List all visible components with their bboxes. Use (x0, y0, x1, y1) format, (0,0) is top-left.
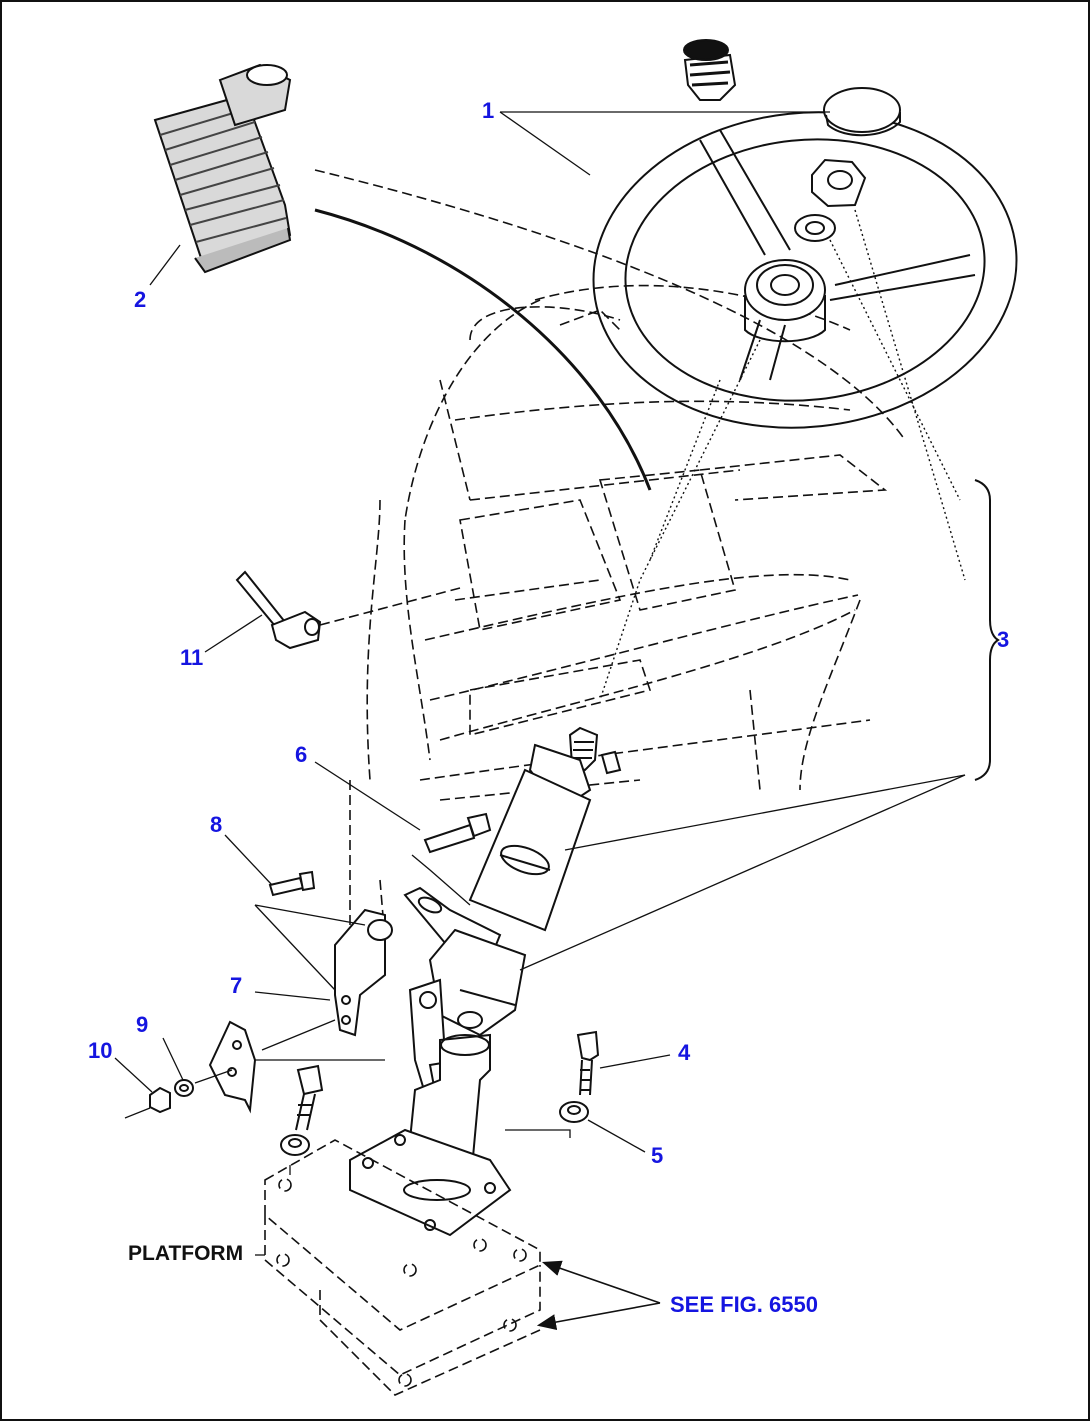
platform-label: PLATFORM (128, 1242, 243, 1265)
bolt-8 (268, 870, 316, 897)
see-fig-label: SEE FIG. 6550 (670, 1292, 818, 1317)
callout-2: 2 (134, 287, 146, 312)
callout-6: 6 (295, 742, 307, 767)
tilt-lever (235, 570, 461, 650)
steering-column (349, 726, 622, 1237)
arrow-to-platform-lower (536, 1302, 661, 1330)
callout-5: 5 (651, 1143, 663, 1168)
callout-9: 9 (136, 1012, 148, 1037)
shift-boot (153, 63, 292, 274)
washer-9 (174, 1079, 194, 1097)
nut-10 (149, 1086, 171, 1114)
bolt-4 (576, 1030, 600, 1096)
bracket-small (208, 1020, 257, 1114)
callout-10: 10 (88, 1038, 112, 1063)
callout-3: 3 (997, 627, 1009, 652)
callout-11: 11 (180, 645, 203, 670)
washer (794, 214, 836, 242)
platform-outline (264, 1139, 541, 1396)
spinner-knob (683, 39, 737, 101)
callout-1: 1 (482, 98, 494, 123)
horn-cap (823, 87, 901, 137)
steering-wheel (592, 111, 1018, 429)
dashboard-console (314, 169, 906, 941)
bolt-left (280, 1064, 324, 1156)
washer-5 (559, 1101, 589, 1123)
bolt-6 (423, 812, 492, 854)
callout-8: 8 (210, 812, 222, 837)
arrow-to-platform-upper (541, 1260, 661, 1304)
callout-4: 4 (678, 1040, 691, 1065)
group-brace (974, 479, 1000, 781)
bracket-7 (334, 908, 393, 1037)
cable-line (314, 208, 652, 491)
callout-7: 7 (230, 973, 242, 998)
hub-nut (811, 158, 867, 208)
